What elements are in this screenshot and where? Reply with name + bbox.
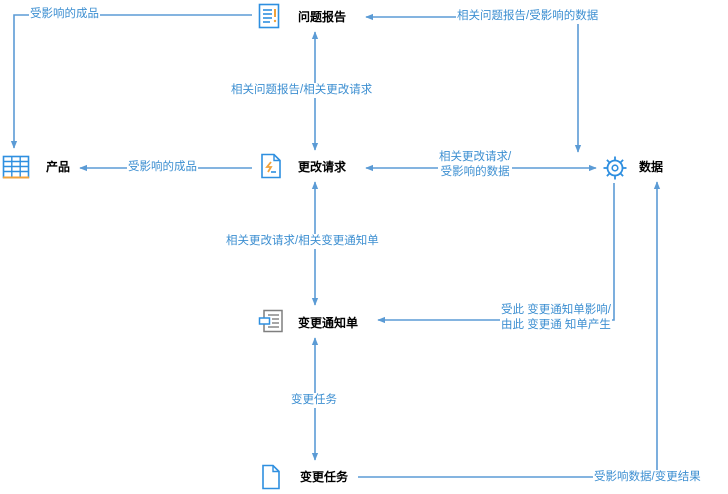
edge-label-report-product: 受影响的成品 [29, 7, 100, 22]
gear-icon [603, 156, 627, 180]
edge-label-request-data-line2: 受影响的数据 [440, 166, 510, 178]
edge-label-request-data: 相关更改请求/ 受影响的数据 [438, 150, 513, 180]
edge-label-request-notice: 相关更改请求/相关变更通知单 [225, 234, 380, 249]
edge-label-data-report: 相关问题报告/受影响的数据 [456, 9, 600, 24]
edge-label-request-data-line1: 相关更改请求/ [439, 151, 512, 163]
node-change-request: 更改请求 [298, 160, 347, 174]
edge-label-task-data: 受影响数据/变更结果 [593, 470, 702, 485]
node-change-task: 变更任务 [300, 470, 349, 484]
connector-data-report [365, 13, 582, 153]
connector-data-notice [377, 183, 615, 324]
node-problem-report: 问题报告 [298, 10, 347, 24]
edge-label-notice-task: 变更任务 [290, 393, 338, 408]
edit-document-icon [261, 153, 281, 179]
node-product: 产品 [46, 160, 71, 174]
notice-icon [258, 309, 283, 333]
edge-label-data-notice-line2: 由此 变更通 知单产生 [501, 319, 611, 331]
edge-label-report-request: 相关问题报告/相关更改请求 [230, 83, 374, 98]
report-icon [258, 3, 280, 29]
edge-label-data-notice: 受此 变更通知单影响/ 由此 变更通 知单产生 [500, 303, 612, 333]
node-data: 数据 [639, 160, 664, 174]
node-change-notice: 变更通知单 [298, 316, 359, 330]
edge-label-data-notice-line1: 受此 变更通知单影响/ [501, 304, 611, 316]
connector-report-product [10, 14, 252, 149]
edge-label-request-product: 受影响的成品 [127, 160, 198, 175]
product-grid-icon [2, 155, 30, 179]
document-icon [262, 464, 280, 490]
